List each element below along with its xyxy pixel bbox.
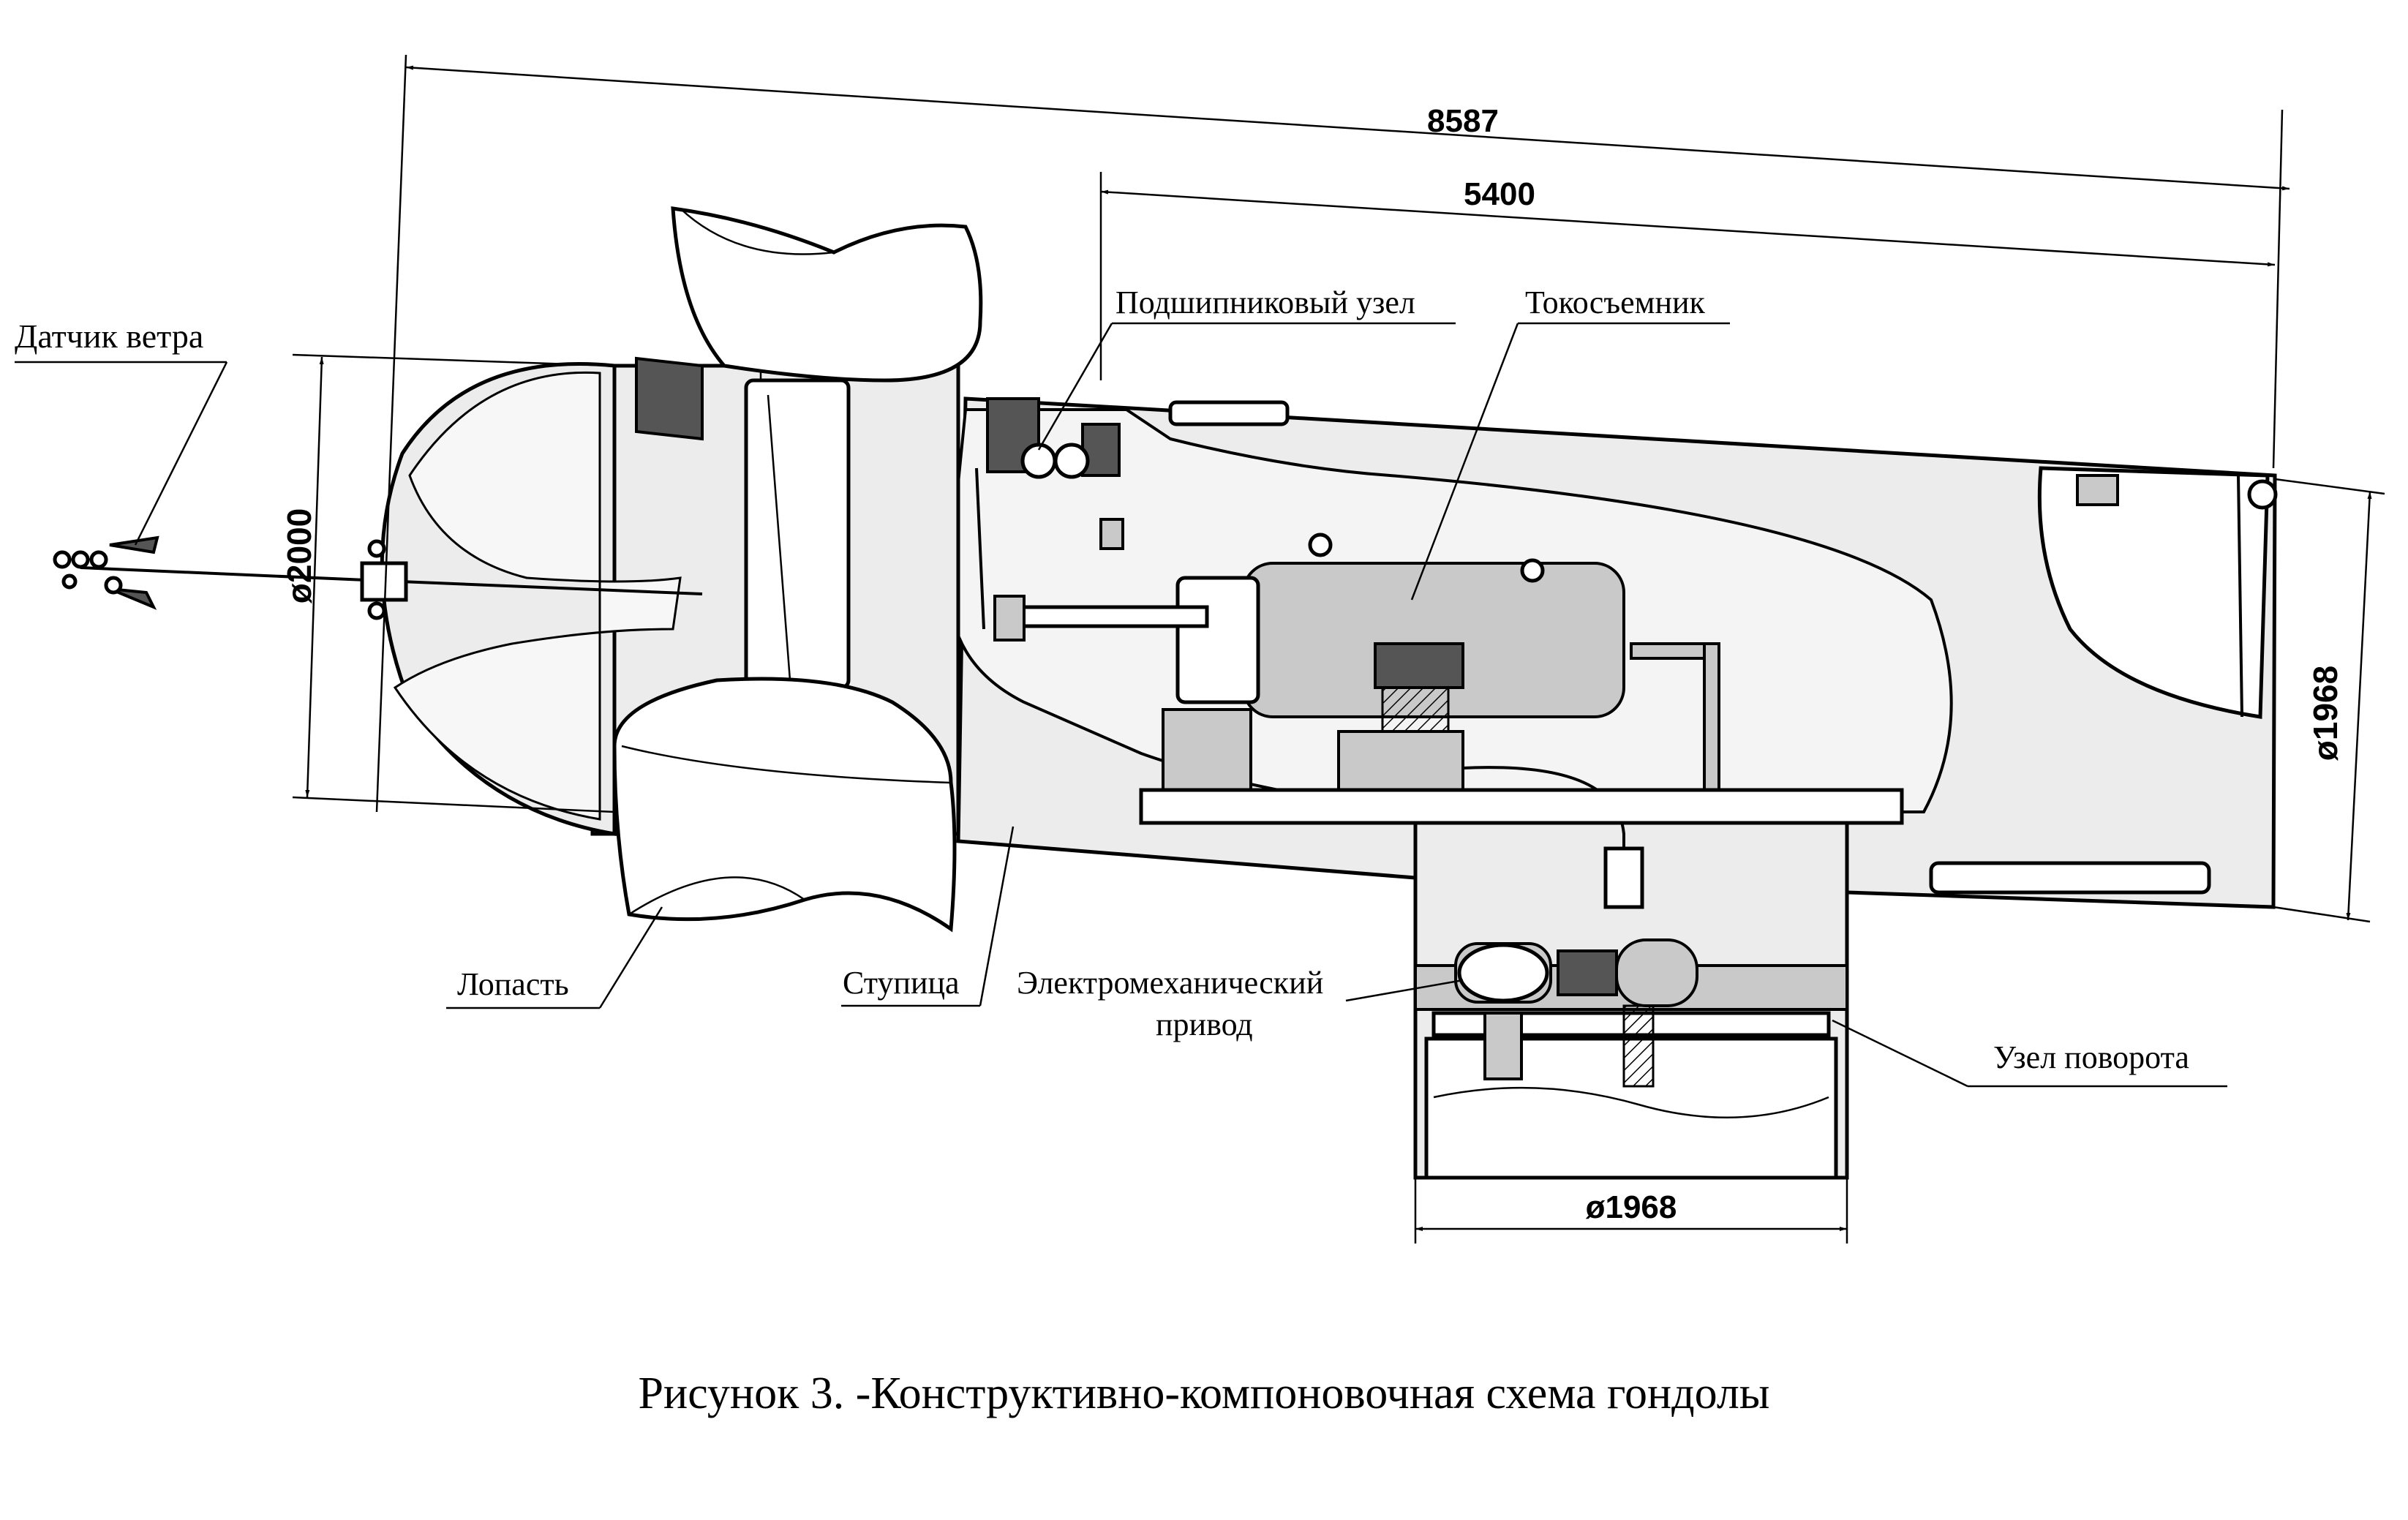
dim-tower-diameter: ø1968: [1586, 1189, 1677, 1225]
bearing-unit: [975, 397, 1124, 630]
figure-caption: Рисунок 3. -Конструктивно-компоновочная …: [639, 1369, 1770, 1418]
blade-lower: [612, 677, 957, 933]
wind-sensor-label: Датчик ветра: [15, 317, 203, 355]
blade-label: Лопасть: [457, 966, 569, 1002]
yaw-unit-label: Узел поворота: [1993, 1039, 2189, 1075]
bearing-unit-label: Подшипниковый узел: [1115, 285, 1415, 320]
label-yaw-unit: Узел поворота: [1832, 1019, 2227, 1088]
label-electromech-drive: Электромеханический привод: [1017, 965, 1464, 1042]
label-blade: Лопасть: [446, 906, 663, 1009]
dimension-nacelle-diameter: ø1968: [2273, 478, 2385, 923]
dimension-tower-diameter: ø1968: [1414, 1178, 1848, 1244]
hub-label: Ступица: [843, 965, 960, 1001]
main-shaft: [993, 595, 1209, 642]
label-bearing-unit: Подшипниковый узел: [1037, 285, 1456, 451]
electromech-drive-label-2: привод: [1156, 1007, 1253, 1042]
dimension-body: 5400: [1099, 172, 2276, 380]
wind-sensor: [53, 535, 703, 620]
label-wind-sensor: Датчик ветра: [15, 317, 228, 546]
dim-rotor-diameter: ø2000: [280, 508, 318, 603]
dim-overall-length: 8587: [1427, 103, 1499, 139]
current-collector-label: Токосъемник: [1525, 285, 1706, 320]
blade-flange: [744, 378, 851, 690]
electromechanical-drive: [1454, 938, 1698, 1088]
electromech-drive-label-1: Электромеханический: [1017, 965, 1323, 1001]
label-current-collector: Токосъемник: [1410, 285, 1730, 601]
dim-nacelle-diameter: ø1968: [2306, 666, 2344, 761]
label-hub: Ступица: [841, 826, 1015, 1007]
dimension-overall: 8587: [375, 54, 2290, 813]
dimension-rotor-diameter: ø2000: [280, 353, 615, 813]
nose-cone: [380, 362, 682, 836]
current-collector: [1139, 533, 1904, 909]
blade-upper: [635, 206, 983, 441]
dim-body-length: 5400: [1464, 176, 1535, 212]
